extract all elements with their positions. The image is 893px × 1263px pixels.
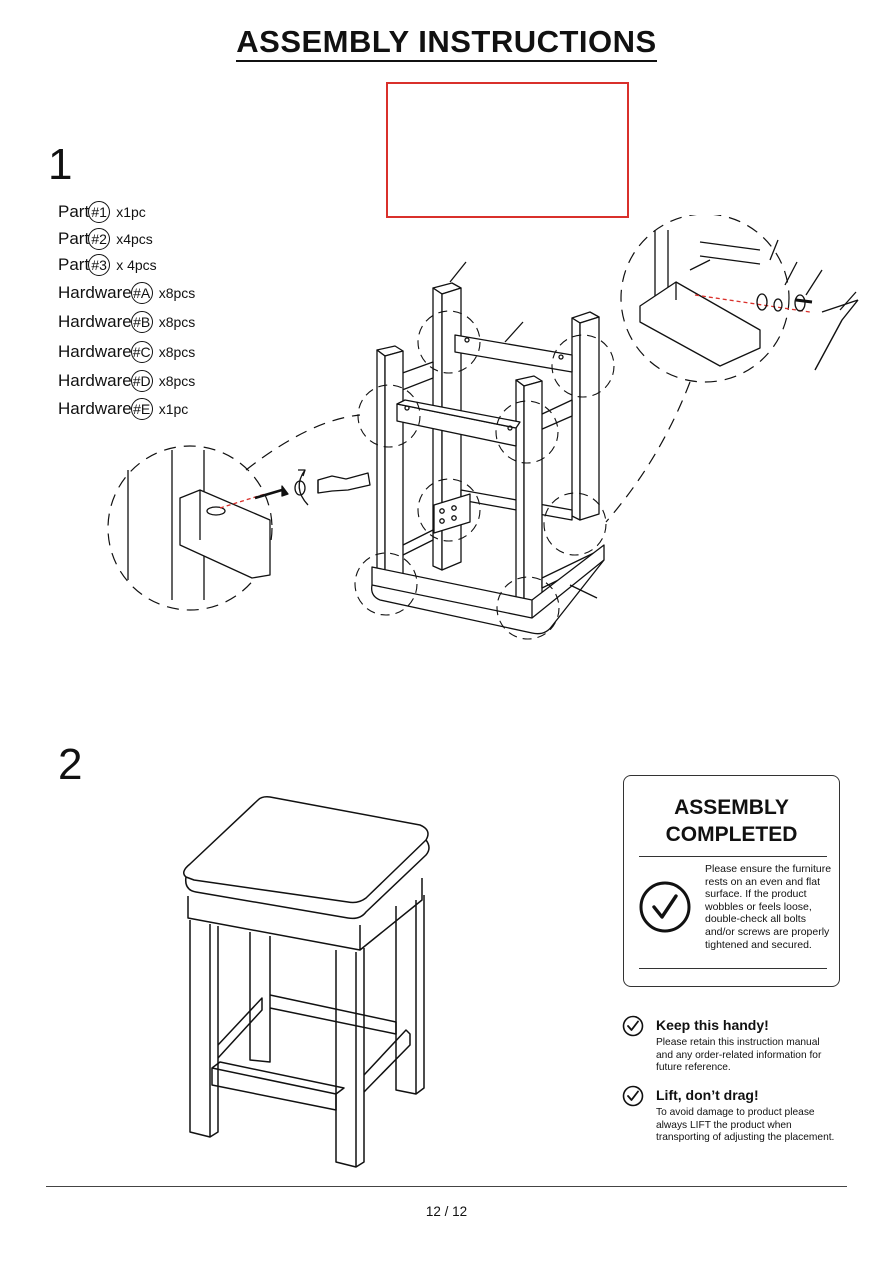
hardware-code-badge: #B: [130, 311, 153, 333]
right-top-rail: [539, 399, 573, 431]
parts-list-item: Part#2 x4pcs: [58, 227, 153, 251]
hardware-label: Hardware: [58, 399, 132, 418]
card-title: ASSEMBLY COMPLETED: [624, 794, 839, 848]
hardware-code-badge: #A: [130, 282, 153, 304]
card-divider: [639, 856, 827, 857]
highlight-box: [386, 82, 629, 218]
front-left-leg: [376, 345, 404, 586]
part-code-badge: #2: [88, 228, 111, 250]
hardware-quantity: x8pcs: [158, 285, 196, 301]
part-label: Part: [58, 255, 90, 274]
back-top-rail: [454, 334, 573, 373]
step-2-number: 2: [58, 740, 83, 789]
hardware-quantity: x8pcs: [158, 344, 196, 360]
front-right-leg: [335, 948, 365, 1168]
hardware-label: Hardware: [58, 342, 132, 361]
parts-list-item: Hardware#A x8pcs: [58, 281, 195, 305]
hardware-quantity: x8pcs: [158, 314, 196, 330]
front-stretcher: [211, 1067, 337, 1111]
right-detail-callout: [605, 215, 859, 523]
part-quantity: x1pc: [116, 204, 146, 220]
detail-circles: [354, 310, 615, 640]
check-circle-icon: [639, 881, 691, 933]
card-body-text: Please ensure the furniture rests on an …: [705, 863, 832, 951]
tip-body: Please retain this instruction manual an…: [656, 1037, 822, 1074]
hardware-label: Hardware: [58, 371, 132, 390]
step-1-number: 1: [48, 140, 73, 189]
parts-list-item: Hardware#E x1pc: [58, 397, 188, 421]
left-detail-callout: [107, 414, 371, 611]
back-stretcher: [269, 994, 397, 1035]
tip-title: Keep this handy!: [656, 1017, 769, 1033]
parts-list-item: Hardware#D x8pcs: [58, 369, 195, 393]
assembly-completed-card: ASSEMBLY COMPLETED Please ensure the fur…: [623, 775, 840, 987]
seat-cushion: [183, 796, 429, 904]
check-circle-icon: [622, 1085, 644, 1107]
part-quantity: x4pcs: [116, 231, 153, 247]
part-code-badge: #3: [88, 254, 111, 276]
parts-list-item: Part#3 x 4pcs: [58, 253, 157, 277]
part-code-badge: #1: [88, 201, 111, 223]
tip-body: To avoid damage to product please always…: [656, 1107, 835, 1144]
check-circle-icon: [622, 1015, 644, 1037]
hardware-code-badge: #E: [130, 398, 153, 420]
card-title-line-2: COMPLETED: [665, 823, 798, 846]
tip-title: Lift, don’t drag!: [656, 1087, 759, 1103]
page-number: 12 / 12: [425, 1204, 468, 1219]
parts-list-item: Hardware#B x8pcs: [58, 310, 195, 334]
hardware-code-badge: #D: [130, 370, 153, 392]
completed-stool-illustration: [183, 796, 430, 1168]
front-right-leg: [515, 375, 543, 611]
right-stretcher: [363, 1029, 411, 1093]
hardware-quantity: x1pc: [158, 401, 189, 417]
parts-list-item: Hardware#C x8pcs: [58, 340, 195, 364]
step-1-frame-illustration: [107, 215, 859, 640]
card-title-line-1: ASSEMBLY: [674, 796, 789, 819]
front-left-leg: [189, 920, 219, 1138]
parts-list-item: Part#1 x1pc: [58, 200, 146, 224]
hardware-code-badge: #C: [130, 341, 153, 363]
part-label: Part: [58, 202, 90, 221]
footer-divider: [46, 1186, 847, 1187]
back-left-leg: [249, 932, 271, 1063]
back-right-leg: [571, 311, 600, 521]
hardware-label: Hardware: [58, 312, 132, 331]
base-frame: [371, 544, 605, 635]
left-stretcher: [217, 997, 263, 1059]
document-title-text: ASSEMBLY INSTRUCTIONS: [236, 24, 657, 62]
hardware-quantity: x8pcs: [158, 373, 196, 389]
seat-apron: [187, 878, 423, 951]
part-quantity: x 4pcs: [116, 257, 157, 273]
card-divider: [639, 968, 827, 969]
document-title: ASSEMBLY INSTRUCTIONS: [0, 24, 893, 62]
corner-bracket: [433, 493, 471, 534]
back-right-leg: [395, 895, 425, 1095]
hardware-label: Hardware: [58, 283, 132, 302]
part-label: Part: [58, 229, 90, 248]
